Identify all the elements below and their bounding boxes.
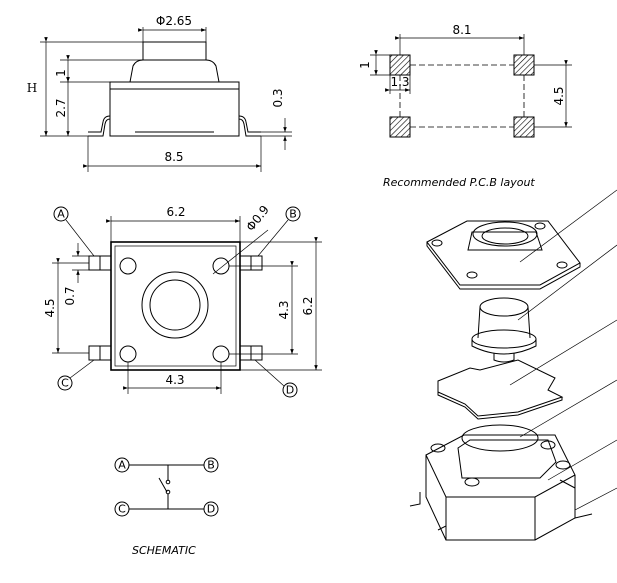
switch-body xyxy=(110,241,241,371)
pcb-pad-d xyxy=(513,116,535,138)
pcb-pad-a xyxy=(389,54,411,76)
schematic: A B C D SCHEMATIC xyxy=(114,457,219,557)
exploded-view xyxy=(409,189,617,541)
top-hole-label: Φ0.9 xyxy=(243,203,272,234)
pin-label-d: D xyxy=(286,384,294,397)
top-inner-h-label: 4.3 xyxy=(165,373,184,387)
sch-label-d: D xyxy=(207,503,215,516)
pin-label-b: B xyxy=(289,208,297,221)
pin-marker-b xyxy=(285,206,301,222)
top-outer-v-label: 6.2 xyxy=(301,296,315,315)
side-h-label: H xyxy=(27,81,37,95)
pcb-width-label: 8.1 xyxy=(452,23,471,37)
top-pin-width-label: 0.7 xyxy=(63,286,77,305)
side-dim-1: 1 xyxy=(54,69,68,77)
pcb-height-label: 4.5 xyxy=(552,86,566,105)
side-view: Φ2.65 H 1 2.7 0.3 8.5 xyxy=(27,14,292,172)
sch-label-c: C xyxy=(118,503,126,516)
contact-plate xyxy=(437,359,564,417)
pin-label-c: C xyxy=(61,377,69,390)
top-inner-v-label: 4.3 xyxy=(277,300,291,319)
pcb-caption: Recommended P.C.B layout xyxy=(383,176,535,189)
side-dim-2-7: 2.7 xyxy=(54,98,68,117)
sch-label-a: A xyxy=(118,459,126,472)
sch-label-b: B xyxy=(207,459,215,472)
pcb-pad-c xyxy=(389,116,411,138)
switch-contact xyxy=(158,477,168,493)
actuator-inner xyxy=(149,279,201,331)
pcb-layout: 8.1 1 1.3 4.5 Recommended P.C.B layout xyxy=(358,23,572,189)
pin-label-a: A xyxy=(57,208,65,221)
actuator-outer xyxy=(141,271,209,339)
pin-marker-a xyxy=(53,206,69,222)
pin-marker-c xyxy=(57,375,73,391)
pin-marker-d xyxy=(282,382,298,398)
actuator-top xyxy=(479,297,529,317)
side-dim-0-3: 0.3 xyxy=(271,88,285,107)
pcb-pad-b xyxy=(513,54,535,76)
schematic-caption: SCHEMATIC xyxy=(132,544,196,557)
pcb-dim-1-3: 1.3 xyxy=(390,75,409,89)
pcb-dim-1: 1 xyxy=(358,61,372,69)
metal-dome xyxy=(461,424,539,452)
top-pin-pitch-label: 4.5 xyxy=(43,298,57,317)
side-dia-label: Φ2.65 xyxy=(156,14,192,28)
top-view: 6.2 Φ0.9 4.5 0.7 4.3 6.2 4.3 A B xyxy=(43,203,322,398)
top-width-label: 6.2 xyxy=(166,205,185,219)
side-width-label: 8.5 xyxy=(164,150,183,164)
